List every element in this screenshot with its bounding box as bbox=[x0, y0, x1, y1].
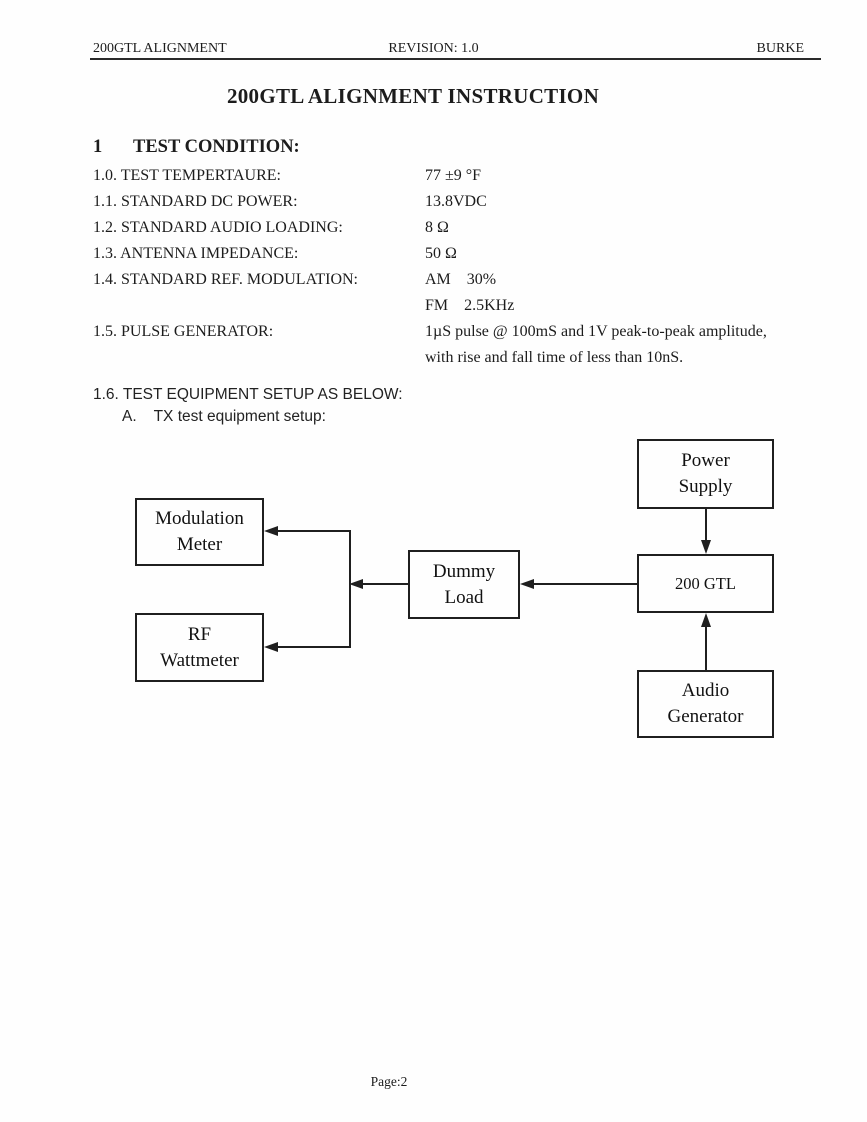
box-label-line: Dummy bbox=[432, 560, 496, 582]
condition-value: 1µS pulse @ 100mS and 1V peak-to-peak am… bbox=[425, 323, 767, 340]
condition-row: 1.1. STANDARD DC POWER: 13.8VDC bbox=[93, 189, 813, 215]
section-heading: 1 TEST CONDITION: bbox=[93, 136, 300, 158]
diagram-box-rf-wattmeter: RF Wattmeter bbox=[135, 613, 264, 682]
condition-label: 1.5. PULSE GENERATOR: bbox=[93, 323, 274, 340]
box-label-line: Audio bbox=[681, 680, 730, 701]
condition-value: 8 Ω bbox=[425, 219, 449, 236]
diagram-box-audio-generator: Audio Generator bbox=[637, 670, 774, 738]
header-doc-name: 200GTL ALIGNMENT bbox=[93, 41, 227, 56]
box-label-line: Wattmeter bbox=[160, 649, 239, 671]
arrowhead-left-icon bbox=[264, 642, 278, 652]
box-label-line: Power bbox=[681, 450, 730, 471]
diagram-box-power-supply: Power Supply bbox=[637, 439, 774, 509]
condition-value: FM 2.5KHz bbox=[425, 297, 515, 314]
section-number: 1 bbox=[93, 137, 103, 157]
condition-value: AM 30% bbox=[425, 271, 497, 288]
page-title: 200GTL ALIGNMENT INSTRUCTION bbox=[226, 84, 600, 108]
header-author: BURKE bbox=[756, 41, 804, 56]
header-rule bbox=[90, 58, 821, 60]
equipment-setup-block: 1.6. TEST EQUIPMENT SETUP AS BELOW: A. T… bbox=[93, 384, 403, 427]
box-label-line: RF bbox=[187, 623, 212, 645]
section-heading-text: TEST CONDITION: bbox=[133, 137, 300, 157]
diagram-box-dummy-load: Dummy Load bbox=[408, 550, 520, 619]
condition-row: 1.3. ANTENNA IMPEDANCE: 50 Ω bbox=[93, 241, 813, 267]
condition-value: with rise and fall time of less than 10n… bbox=[425, 349, 684, 366]
box-label-line: Meter bbox=[176, 534, 223, 555]
connector-branch-to-rf-wattmeter bbox=[264, 642, 350, 652]
connector-audio-generator-to-200gtl bbox=[701, 613, 711, 670]
condition-row: FM 2.5KHz bbox=[93, 293, 813, 319]
condition-label: 1.2. STANDARD AUDIO LOADING: bbox=[93, 219, 343, 236]
condition-value: 77 ±9 °F bbox=[425, 167, 482, 184]
connector-200gtl-to-dummy-load bbox=[520, 579, 637, 589]
page-number: Page:2 bbox=[370, 1074, 408, 1089]
arrowhead-up-icon bbox=[701, 613, 711, 627]
condition-label: 1.4. STANDARD REF. MODULATION: bbox=[93, 271, 358, 288]
box-label-line: Modulation bbox=[155, 508, 244, 529]
condition-row: with rise and fall time of less than 10n… bbox=[93, 345, 813, 371]
connector-branch-to-modulation-meter bbox=[264, 526, 350, 536]
header-revision: REVISION: 1.0 bbox=[388, 41, 479, 56]
page-header: 200GTL ALIGNMENT REVISION: 1.0 BURKE bbox=[0, 41, 867, 58]
diagram-box-modulation-meter: Modulation Meter bbox=[135, 498, 264, 566]
condition-row: 1.0. TEST TEMPERTAURE: 77 ±9 °F bbox=[93, 163, 813, 189]
box-label-line: Supply bbox=[678, 476, 733, 497]
arrowhead-down-icon bbox=[701, 540, 711, 554]
connector-power-supply-to-200gtl bbox=[701, 509, 711, 554]
condition-row: 1.4. STANDARD REF. MODULATION: AM 30% bbox=[93, 267, 813, 293]
condition-label: 1.0. TEST TEMPERTAURE: bbox=[93, 167, 281, 184]
condition-value: 50 Ω bbox=[425, 245, 457, 262]
setup-heading: 1.6. TEST EQUIPMENT SETUP AS BELOW: bbox=[93, 386, 403, 403]
box-label-line: Generator bbox=[667, 706, 744, 727]
condition-label: 1.3. ANTENNA IMPEDANCE: bbox=[93, 245, 299, 262]
arrowhead-left-icon bbox=[520, 579, 534, 589]
condition-value: 13.8VDC bbox=[425, 193, 487, 210]
test-conditions-list: 1.0. TEST TEMPERTAURE: 77 ±9 °F 1.1. STA… bbox=[93, 163, 813, 371]
box-label-line: 200 GTL bbox=[675, 573, 736, 593]
arrowhead-left-icon bbox=[264, 526, 278, 536]
connector-dummy-load-to-branch bbox=[349, 579, 408, 589]
condition-label: 1.1. STANDARD DC POWER: bbox=[93, 193, 298, 210]
setup-subitem: A. TX test equipment setup: bbox=[122, 407, 326, 425]
condition-row: 1.2. STANDARD AUDIO LOADING: 8 Ω bbox=[93, 215, 813, 241]
box-label-line: Load bbox=[444, 586, 484, 608]
diagram-box-200gtl: 200 GTL bbox=[637, 554, 774, 613]
condition-row: 1.5. PULSE GENERATOR: 1µS pulse @ 100mS … bbox=[93, 319, 813, 345]
arrowhead-left-icon bbox=[349, 579, 363, 589]
